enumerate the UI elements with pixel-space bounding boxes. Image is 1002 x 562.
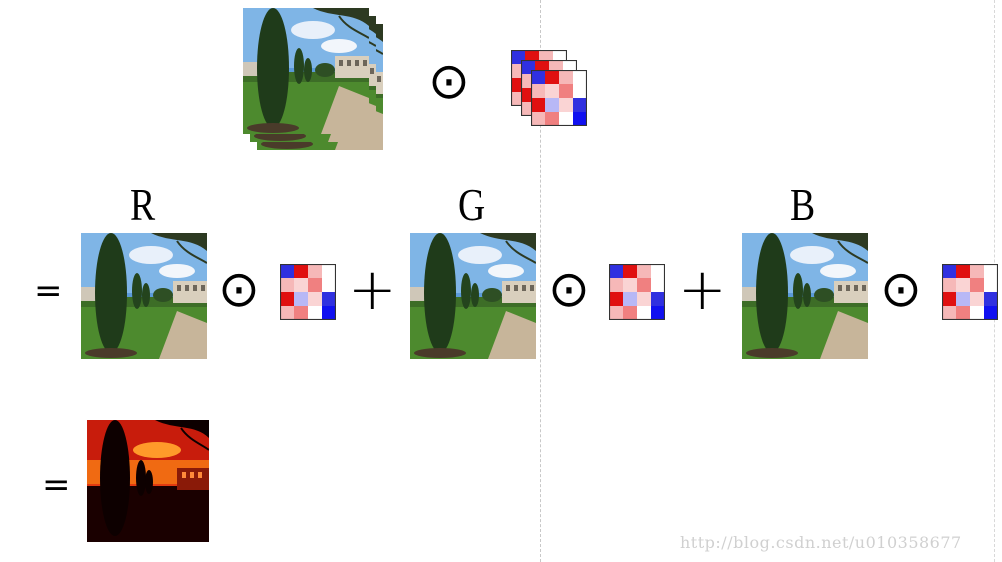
dashed-guide-line <box>540 0 541 562</box>
channel-label-b: B <box>790 179 816 230</box>
plus-operator-1: + <box>348 255 397 323</box>
equals-sign-row3: = <box>42 465 71 505</box>
channel-label-r: R <box>130 179 156 230</box>
hadamard-operator-r: ⊙ <box>218 260 260 318</box>
channel-label-g: G <box>458 179 486 230</box>
hadamard-operator-top: ⊙ <box>428 52 470 110</box>
b-kernel <box>942 264 998 320</box>
g-channel-image <box>410 233 536 359</box>
r-kernel <box>280 264 336 320</box>
kernel-layer-1 <box>531 70 587 126</box>
hadamard-operator-b: ⊙ <box>880 260 922 318</box>
r-channel-image <box>81 233 207 359</box>
plus-operator-2: + <box>678 255 727 323</box>
output-image <box>87 420 209 542</box>
input-image-layer-1 <box>243 8 369 134</box>
equals-sign-row2: = <box>34 271 63 311</box>
b-channel-image <box>742 233 868 359</box>
watermark-text: http://blog.csdn.net/u010358677 <box>680 533 962 552</box>
g-kernel <box>609 264 665 320</box>
hadamard-operator-g: ⊙ <box>548 260 590 318</box>
